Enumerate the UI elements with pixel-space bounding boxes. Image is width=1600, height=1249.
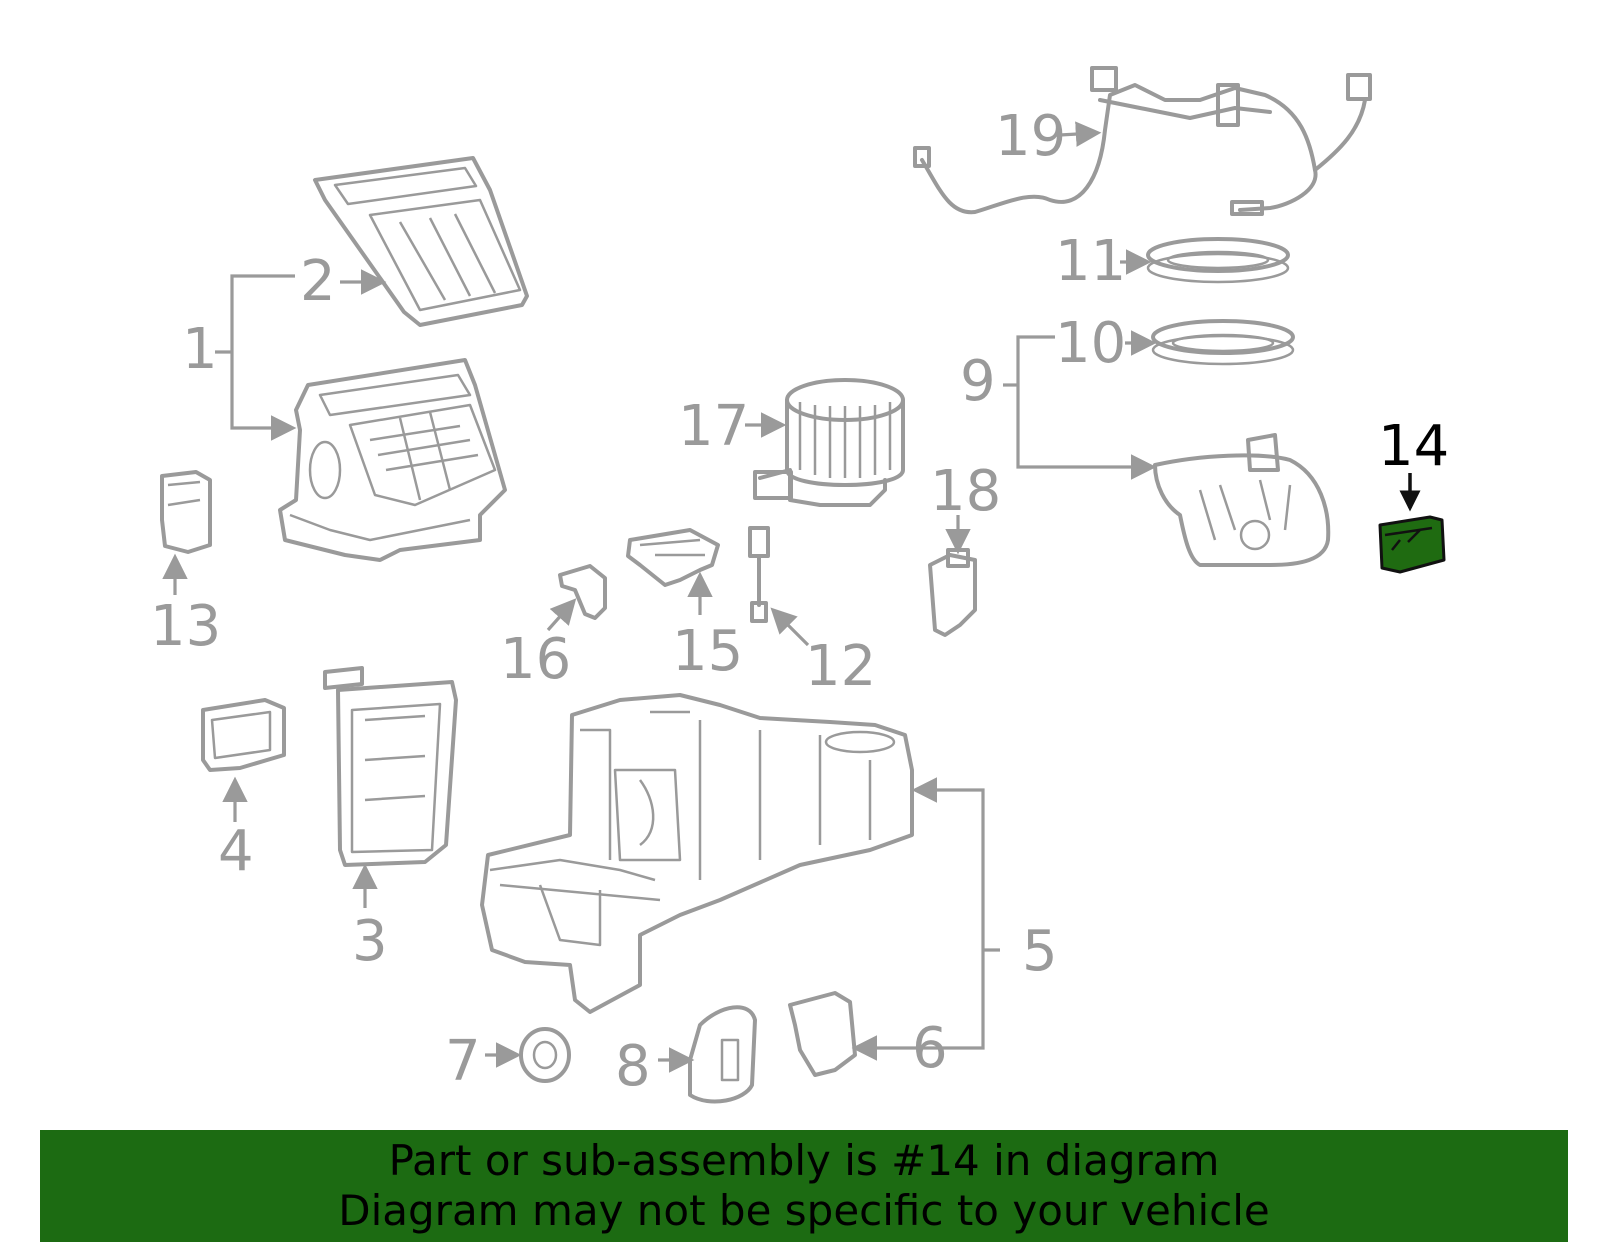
part-8-actuator — [688, 1005, 757, 1104]
part-4-duct-adapter — [201, 698, 286, 772]
part-10-ring — [1151, 319, 1295, 366]
callout-5-label: 5 — [1022, 919, 1058, 984]
callout-2: 2 — [300, 249, 387, 314]
banner-line-1: Part or sub-assembly is #14 in diagram — [388, 1136, 1220, 1185]
callout-17-label: 17 — [678, 394, 749, 459]
part-18-resistor — [928, 548, 977, 637]
banner-line-2: Diagram may not be specific to your vehi… — [338, 1186, 1270, 1235]
callout-12-label: 12 — [805, 634, 876, 699]
part-7-grommet — [519, 1027, 571, 1083]
callout-7-label: 7 — [445, 1029, 481, 1094]
info-banner: Part or sub-assembly is #14 in diagram D… — [40, 1130, 1568, 1242]
callout-16: 16 — [500, 598, 577, 692]
callout-2-label: 2 — [300, 249, 336, 314]
callout-13: 13 — [150, 553, 221, 659]
part-9-blower-housing — [1153, 433, 1331, 567]
part-6-bracket — [788, 991, 857, 1077]
callout-11-label: 11 — [1055, 229, 1126, 294]
callout-17: 17 — [678, 394, 787, 459]
callout-15-label: 15 — [672, 619, 743, 684]
part-1-case-upper — [278, 358, 507, 562]
callout-11: 11 — [1055, 229, 1152, 294]
callout-10-label: 10 — [1055, 311, 1126, 376]
callout-7: 7 — [445, 1029, 522, 1094]
part-2-filter-door — [313, 156, 529, 327]
callout-14: 14 — [1378, 414, 1449, 512]
part-15-sensor-bracket — [626, 528, 720, 587]
callout-13-label: 13 — [150, 594, 221, 659]
callout-15: 15 — [672, 571, 743, 684]
callout-3-label: 3 — [352, 909, 388, 974]
part-14-highlighted — [1378, 515, 1446, 574]
part-19-wire-harness — [913, 66, 1372, 216]
callout-9-label: 9 — [960, 349, 996, 414]
part-16-clip — [558, 564, 607, 620]
callout-18: 18 — [930, 459, 1001, 555]
callout-16-label: 16 — [500, 627, 571, 692]
callout-8: 8 — [615, 1034, 695, 1099]
part-17-blower-motor — [753, 378, 905, 507]
callout-3: 3 — [352, 863, 388, 974]
part-12-sensor — [748, 526, 770, 623]
part-3-heater-core — [323, 666, 458, 867]
callout-19-label: 19 — [995, 104, 1066, 169]
callout-9: 9 — [960, 335, 1157, 480]
callout-6: 6 — [912, 1016, 948, 1081]
callout-4: 4 — [218, 776, 254, 884]
callout-1: 1 — [182, 274, 297, 441]
part-13-actuator — [160, 470, 212, 554]
callout-1-label: 1 — [182, 317, 218, 382]
callout-18-label: 18 — [930, 459, 1001, 524]
part-11-ring — [1146, 237, 1290, 284]
callout-12: 12 — [770, 607, 876, 699]
callout-19: 19 — [995, 104, 1102, 169]
part-5-hvac-case — [480, 693, 914, 1014]
callout-10: 10 — [1055, 311, 1157, 376]
callout-5: 5 — [851, 777, 1058, 1061]
callout-4-label: 4 — [218, 819, 254, 884]
callout-14-label: 14 — [1378, 414, 1449, 479]
callout-8-label: 8 — [615, 1034, 651, 1099]
callout-6-label: 6 — [912, 1016, 948, 1081]
